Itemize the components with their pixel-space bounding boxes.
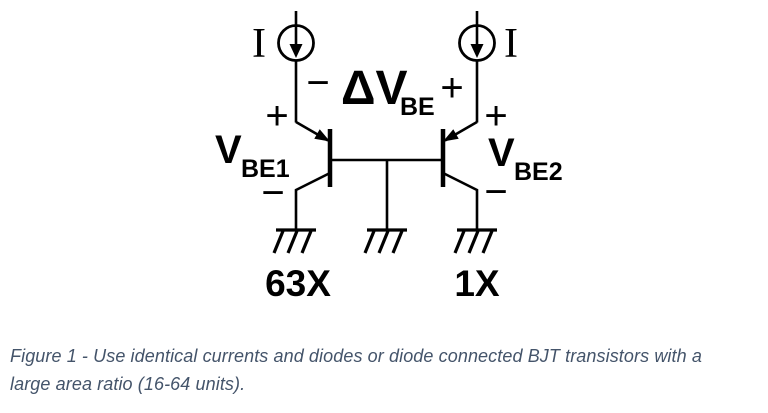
area-label-right: 1X (454, 263, 500, 304)
ground-slash (272, 230, 285, 254)
ground-slash (467, 230, 480, 254)
delta-vbe-label: − ΔV BE + (306, 61, 463, 121)
current-source-right: I (458, 11, 518, 67)
vbe2-minus-sign: − (484, 170, 507, 214)
vbe2-symbol: V (488, 131, 515, 175)
collector-wire-left (294, 171, 331, 230)
figure-caption-line1: Figure 1 - Use identical currents and di… (10, 346, 702, 366)
delta-vbe-subscript: BE (400, 93, 435, 121)
figure-caption: Figure 1 - Use identical currents and di… (10, 342, 760, 398)
vbe1-minus-sign: − (261, 171, 284, 215)
current-source-right-arrowhead-icon (470, 44, 484, 58)
vbe2-label: + V BE2 − (484, 94, 562, 214)
ground-symbol-left (272, 228, 316, 254)
ground-slash (377, 230, 390, 254)
ground-slash (300, 230, 313, 254)
ground-slash (391, 230, 404, 254)
ground-slash (481, 230, 494, 254)
current-source-left-arrowhead-icon (289, 44, 303, 58)
ground-slash (286, 230, 299, 254)
area-label-left: 63X (265, 263, 331, 304)
transistor-left (294, 60, 333, 230)
ground-slash (363, 230, 376, 254)
delta-vbe-symbol: ΔV (341, 62, 408, 115)
delta-vbe-plus-sign: + (440, 66, 463, 110)
vbe1-subscript: BE1 (241, 155, 290, 183)
emitter-arrowhead-left-icon (314, 129, 330, 142)
current-source-left: I (252, 11, 315, 67)
vbe1-label: + V BE1 − (215, 94, 290, 215)
emitter-arrowhead-right-icon (443, 129, 459, 142)
current-source-left-label: I (252, 21, 266, 67)
vbe1-plus-sign: + (265, 94, 288, 138)
ground-symbol-center (363, 228, 407, 254)
circuit-diagram: I I − ΔV BE + (215, 11, 563, 304)
vbe2-plus-sign: + (484, 94, 507, 138)
figure-caption-line2: large area ratio (16-64 units). (10, 374, 246, 394)
current-source-right-label: I (504, 21, 518, 67)
transistor-right (440, 60, 479, 230)
ground-symbol-right (453, 228, 497, 254)
collector-wire-right (442, 171, 479, 230)
delta-vbe-minus-sign: − (306, 61, 329, 105)
ground-slash (453, 230, 466, 254)
vbe2-subscript: BE2 (514, 158, 563, 186)
vbe1-symbol: V (215, 128, 242, 172)
